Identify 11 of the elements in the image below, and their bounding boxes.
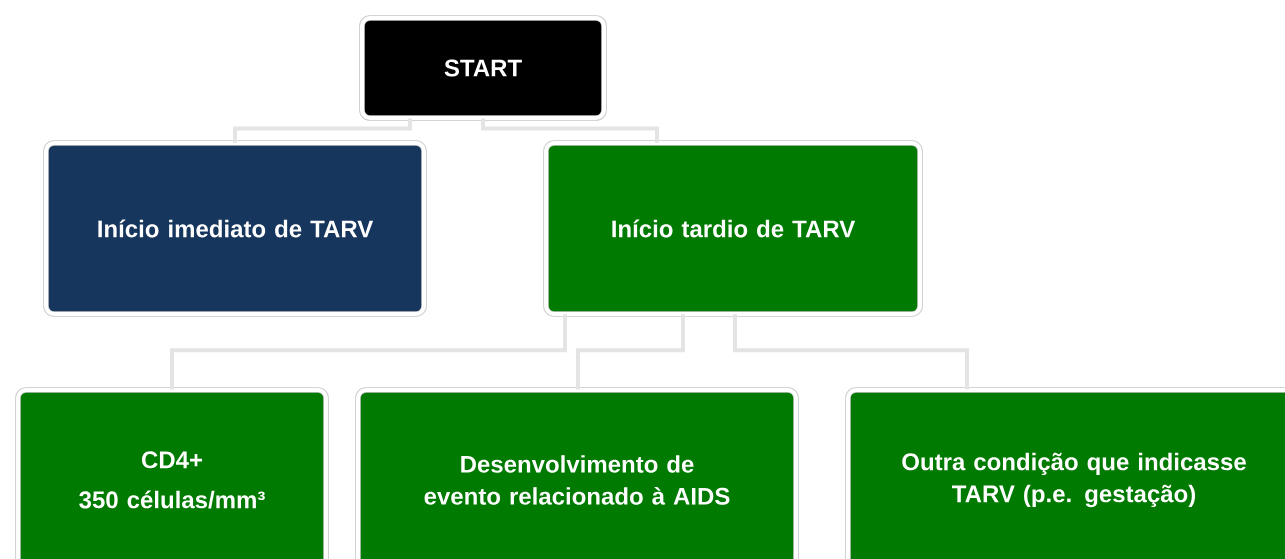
process-box: Início tardio de TARV	[543, 140, 923, 317]
connector-line	[733, 314, 969, 390]
process-box: CD4+ 350 células/mm³	[15, 387, 329, 559]
process-box: Início imediato de TARV	[43, 140, 427, 317]
process-box: Desenvolvimento de evento relacionado à AIDS	[355, 387, 799, 559]
process-box: Outra condição que indicasse TARV (p.e. gestação)	[845, 387, 1285, 559]
connector-line	[576, 314, 685, 390]
connector-line	[481, 118, 659, 143]
connector-line	[170, 314, 567, 390]
process-box: START	[359, 15, 607, 121]
connector-line	[233, 118, 412, 143]
